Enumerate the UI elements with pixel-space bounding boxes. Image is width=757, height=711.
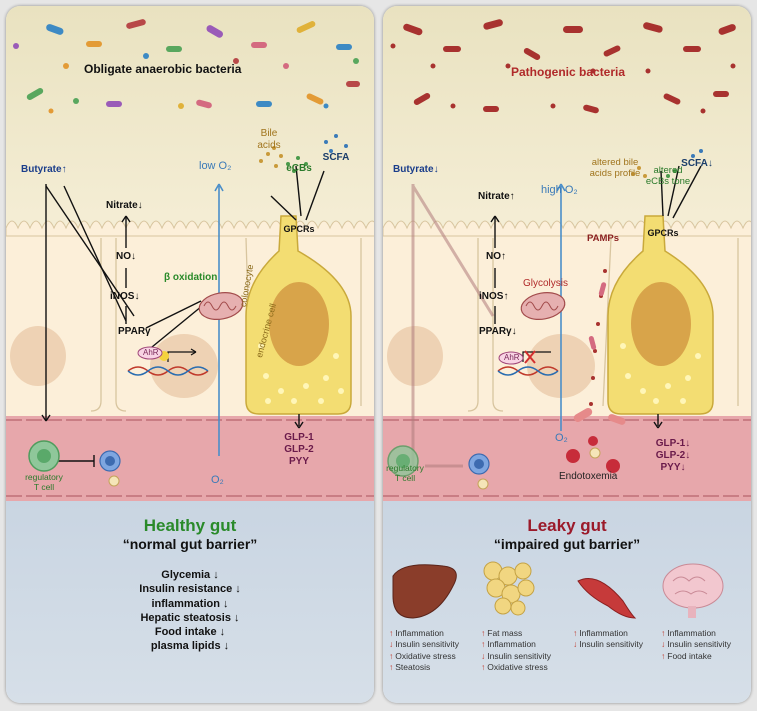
lumen [6, 6, 374, 236]
effect-item: ↑Food intake [661, 650, 712, 661]
pyy-label: PYY↓ [660, 462, 686, 473]
healthy-gut-panel: Obligate anaerobic bacteria Butyrate↑ Ni… [6, 6, 374, 703]
ppar-label: PPARγ↓ [479, 326, 517, 337]
outcome-item: Glycemia ↓ [161, 569, 219, 581]
muscle-icon [577, 578, 637, 619]
treg-label: regulatory T cell [25, 472, 63, 492]
effect-item: ↓Insulin sensitivity [573, 639, 644, 650]
ahr-receptor [137, 346, 163, 360]
ppar-label: PPARγ [118, 326, 151, 337]
liver-effects: ↑Inflammation ↓Insulin sensitivity ↑Oxid… [389, 628, 459, 674]
effect-item: ↓Insulin sensitivity [661, 639, 732, 650]
altered-ecbs-label: altered eCBs tone [645, 165, 691, 187]
systemic-area [6, 501, 374, 703]
scfa-label: SCFA [322, 152, 350, 163]
bile-acids-label: Bile acids [257, 128, 281, 151]
brain-effects: ↑Inflammation ↓Insulin sensitivity ↑Food… [661, 628, 731, 662]
effect-item: ↓Insulin sensitivity [481, 650, 552, 661]
effect-item: ↑Inflammation [573, 628, 628, 638]
inos-label: iNOS↓ [110, 291, 140, 302]
treg-label: regulatory T cell [386, 463, 424, 483]
cytokine [108, 475, 120, 487]
blood-vessel [6, 416, 374, 501]
cell-border [90, 238, 127, 412]
healthy-gut-illustration [6, 6, 374, 703]
leaky-gut-title: Leaky gut [527, 516, 607, 535]
adipose-icon [483, 561, 535, 616]
liver-icon [392, 564, 457, 619]
mitochondrion [198, 292, 244, 320]
glp1-label: GLP-1↓ [655, 438, 691, 449]
effect-item: ↓Insulin sensitivity [389, 639, 460, 650]
effect-item: ↑Inflammation [481, 639, 536, 650]
effect-item: ↑Inflammation [389, 628, 444, 638]
mitochondrion [520, 292, 566, 320]
bacteria-cluster [390, 19, 736, 114]
o2-top-label: high O₂ [541, 184, 578, 196]
effect-item: ↑Oxidative stress [389, 650, 456, 661]
effect-item: ↑Steatosis [389, 662, 431, 673]
altered-bile-acids-label: altered bile acids profile [589, 157, 641, 179]
adipose-effects: ↑Fat mass ↑Inflammation ↓Insulin sensiti… [481, 628, 551, 674]
no-label: NO↓ [116, 251, 136, 262]
bacteria-label: Obligate anaerobic bacteria [84, 62, 242, 76]
glp2-label: GLP-2 [284, 444, 314, 455]
healthy-gut-title: Healthy gut [143, 516, 237, 535]
glycolysis-label: Glycolysis [523, 278, 569, 289]
butyrate-label: Butyrate↑ [21, 164, 67, 175]
leaky-gut-illustration [383, 6, 751, 703]
pyy-label: PYY [288, 456, 310, 467]
gpcrs-label: GPCRs [283, 224, 315, 234]
outcome-item: plasma lipids ↓ [150, 640, 230, 653]
endotoxemia-particles [566, 436, 620, 473]
ahr-receptor [498, 351, 524, 365]
endocrine-nucleus [269, 282, 329, 366]
bacteria-label: Pathogenic bacteria [511, 65, 626, 79]
healthy-gut-subtitle: “normal gut barrier” [122, 536, 258, 552]
effect-item: ↑Oxidative stress [481, 662, 548, 673]
muscle-effects: ↑Inflammation ↓Insulin sensitivity [573, 628, 643, 651]
o2-bottom-label: O₂ [555, 432, 568, 444]
glp1-label: GLP-1 [284, 432, 314, 443]
scfa-label: SCFA↓ [681, 158, 713, 169]
glp2-label: GLP-2↓ [655, 450, 691, 461]
outcome-item: inflammation ↓ [151, 597, 229, 610]
endotoxemia-label: Endotoxemia [559, 471, 618, 482]
effect-item: ↑Fat mass [481, 628, 523, 638]
nitrate-label: Nitrate↑ [478, 191, 515, 202]
leaky-gut-panel: Pathogenic bacteria Butyrate↓ Nitrate↑ N… [383, 6, 751, 703]
butyrate-label: Butyrate↓ [393, 164, 439, 175]
inos-label: iNOS↑ [479, 291, 509, 302]
bacteria-cluster [13, 19, 360, 114]
brain-icon [662, 563, 724, 618]
no-label: NO↑ [486, 251, 506, 262]
pamps-label: PAMPs [587, 233, 620, 244]
ahr-label: AhR [504, 353, 520, 362]
outcome-item: Food intake ↓ [154, 626, 226, 639]
outcome-item: Hepatic steatosis ↓ [140, 611, 240, 624]
lumen [383, 6, 751, 236]
effect-item: ↑Inflammation [661, 628, 716, 638]
leaky-gut-subtitle: “impaired gut barrier” [493, 536, 641, 552]
outcome-list: Glycemia ↓ Insulin resistance ↓ inflamma… [139, 568, 240, 654]
beta-oxidation-label: β oxidation [164, 272, 218, 283]
nitrate-label: Nitrate↓ [106, 200, 143, 211]
ahr-label: AhR [143, 348, 159, 357]
ecbs-label: eCBs [286, 163, 312, 174]
gpcrs-label: GPCRs [647, 228, 679, 238]
endocrine-nucleus [631, 282, 691, 366]
o2-bottom-label: O₂ [211, 474, 224, 486]
nucleus [10, 326, 66, 386]
outcome-item: Insulin resistance ↓ [139, 583, 241, 596]
o2-top-label: low O₂ [199, 160, 232, 172]
nucleus [150, 334, 218, 398]
